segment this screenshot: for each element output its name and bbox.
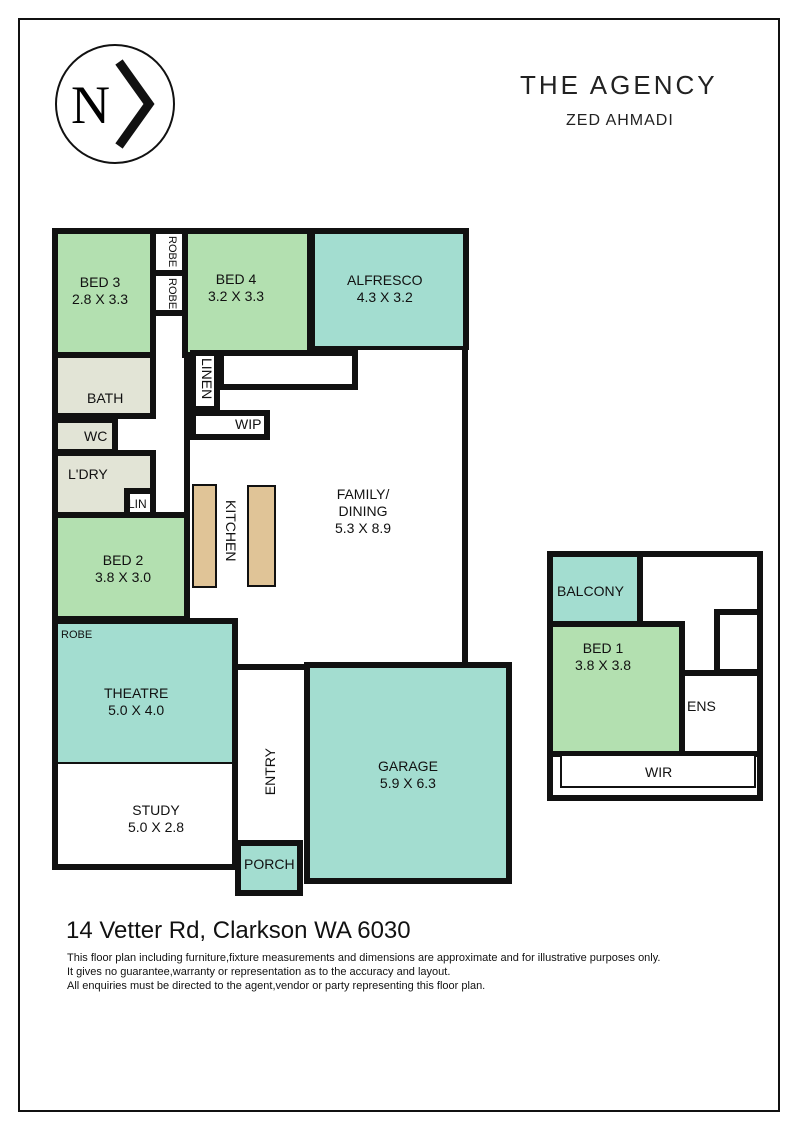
room-name: BED 1 <box>582 640 624 656</box>
ensuite-label: ENS <box>687 698 716 714</box>
bath <box>52 352 156 419</box>
room-size: 5.0 X 2.8 <box>128 819 185 835</box>
laundry-label: L'DRY <box>68 466 108 482</box>
room-size: 2.8 X 3.3 <box>72 291 129 307</box>
room-size: 3.8 X 3.0 <box>95 569 152 585</box>
kitchen-bench <box>192 484 217 588</box>
lin-label: LIN <box>128 497 147 511</box>
wip-label: WIP <box>235 416 262 432</box>
room-name: GARAGE <box>378 758 438 774</box>
property-address: 14 Vetter Rd, Clarkson WA 6030 <box>66 917 411 944</box>
room-name-2: DINING <box>338 503 388 519</box>
alfresco <box>309 228 469 350</box>
bed-1 <box>547 621 685 757</box>
room-size: 3.2 X 3.3 <box>208 288 265 304</box>
north-compass-icon: N <box>55 44 175 164</box>
upper-stairs <box>714 609 763 675</box>
agent-name: ZED AHMADI <box>566 112 674 129</box>
room-name: BED 2 <box>102 552 144 568</box>
study <box>52 764 238 870</box>
bed-4 <box>182 228 313 358</box>
porch-label: PORCH <box>244 856 295 872</box>
robe-2-label: ROBE <box>166 278 178 310</box>
wir <box>560 754 756 788</box>
bed-2 <box>52 512 190 622</box>
disclaimer-line-2: It gives no guarantee,warranty or repres… <box>67 966 451 978</box>
brand-logo: THE AGENCY <box>520 70 718 100</box>
robe-1-label: ROBE <box>166 236 178 268</box>
wir-label: WIR <box>645 764 673 780</box>
room-name: ALFRESCO <box>347 272 423 288</box>
garage <box>304 662 512 884</box>
stairs <box>218 350 358 390</box>
room-name: BED 3 <box>79 274 121 290</box>
wc-label: WC <box>84 428 108 444</box>
disclaimer-line-3: All enquiries must be directed to the ag… <box>67 980 486 992</box>
room-size: 5.3 X 8.9 <box>335 520 392 536</box>
wip <box>190 410 270 440</box>
theatre <box>52 618 238 768</box>
room-size: 4.3 X 3.2 <box>356 289 413 305</box>
porch <box>235 840 303 896</box>
entry-label: ENTRY <box>262 748 278 796</box>
room-size: 3.8 X 3.8 <box>575 657 632 673</box>
room-name: THEATRE <box>104 685 169 701</box>
bath-label: BATH <box>87 390 124 406</box>
kitchen-island <box>247 485 276 587</box>
room-size: 5.0 X 4.0 <box>108 702 165 718</box>
kitchen-label: KITCHEN <box>223 500 239 562</box>
room-name: FAMILY/ <box>336 486 390 502</box>
room-size: 5.9 X 6.3 <box>379 775 436 791</box>
linen <box>190 350 220 412</box>
linen-label: LINEN <box>199 358 215 400</box>
robe-3-label: ROBE <box>61 629 93 641</box>
balcony-label: BALCONY <box>557 583 624 599</box>
compass-letter: N <box>71 75 110 135</box>
disclaimer-line-1: This floor plan including furniture,fixt… <box>67 952 661 964</box>
room-name: STUDY <box>132 802 180 818</box>
room-name: BED 4 <box>215 271 257 287</box>
page-border <box>18 18 780 1112</box>
